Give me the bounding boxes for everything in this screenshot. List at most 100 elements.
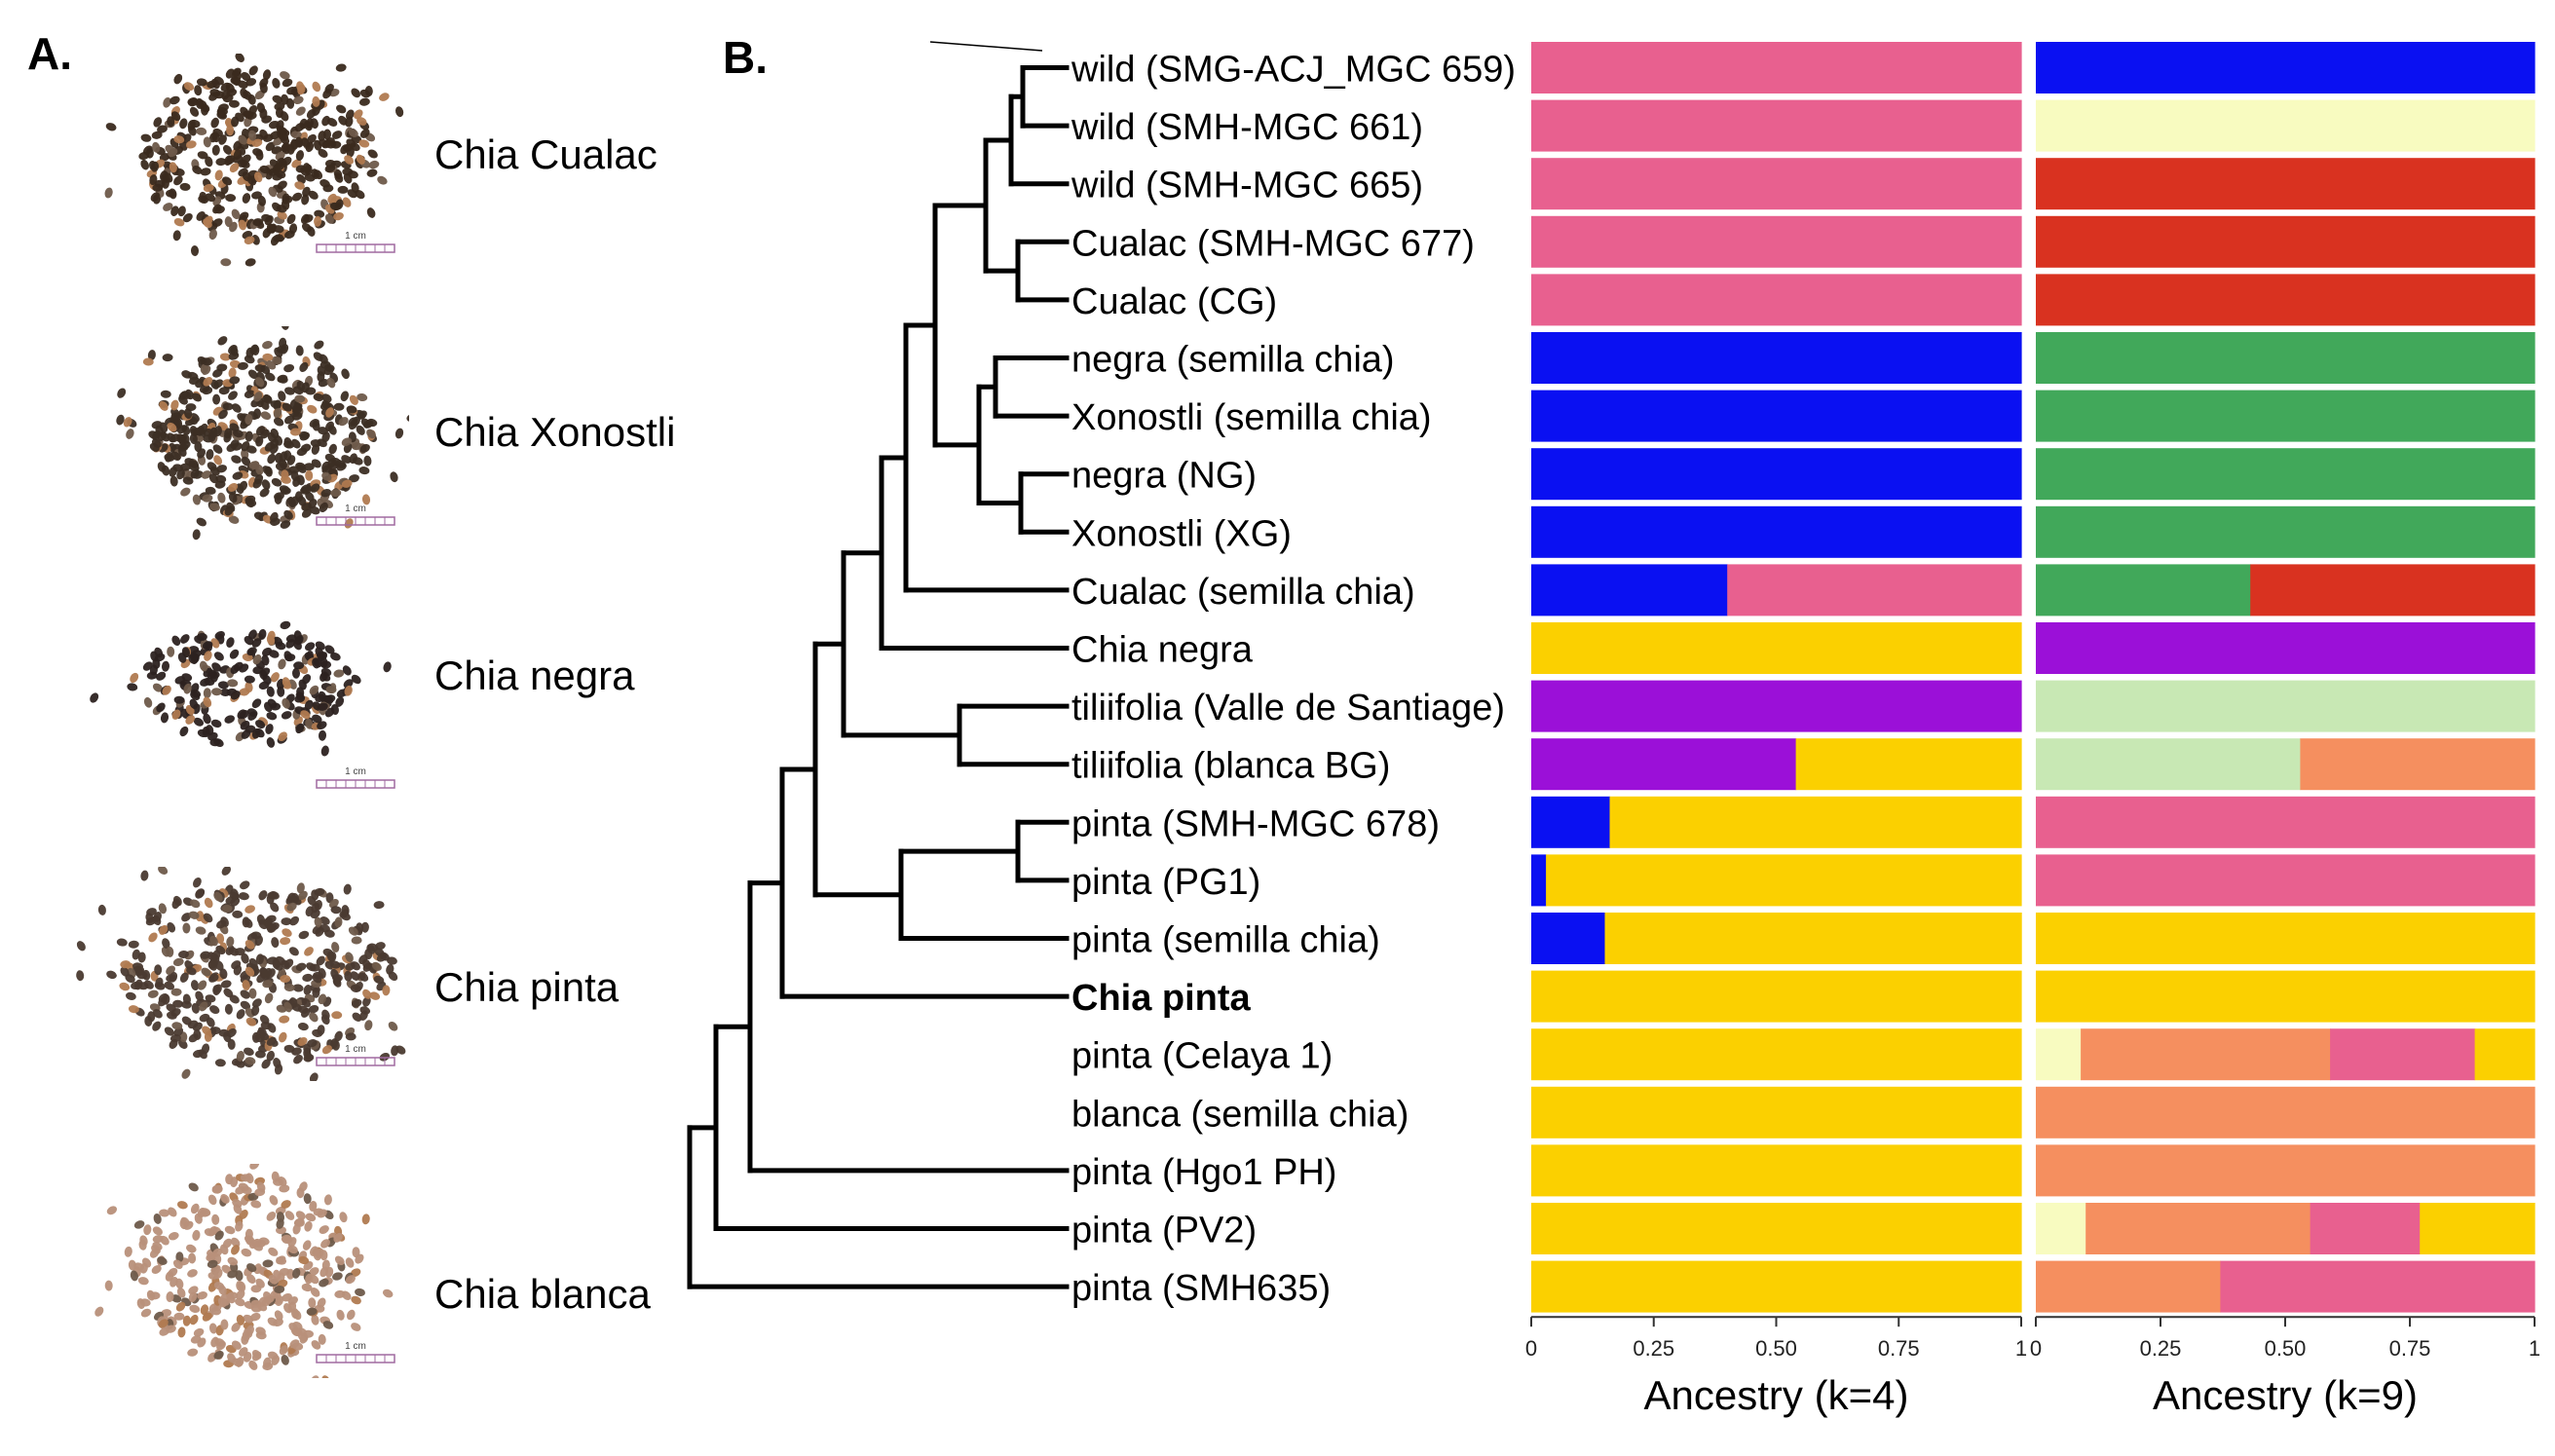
ancestry-bar-segment — [2036, 1260, 2221, 1313]
ancestry-bar-segment — [2420, 1203, 2536, 1254]
ancestry-bar-segment — [2036, 448, 2536, 501]
ancestry-bar-segment — [2036, 274, 2536, 326]
seed-name: Chia blanca — [434, 1271, 651, 1317]
x-tick-label: 0.50 — [2265, 1336, 2307, 1361]
scale-bar: 1 cm — [316, 1341, 395, 1363]
ancestry-bar-segment — [2036, 99, 2536, 152]
ancestry-bar-segment — [2036, 1086, 2536, 1139]
ancestry-bar-segment — [2036, 42, 2536, 93]
taxon-label: pinta (SMH-MGC 678) — [1071, 803, 1440, 844]
taxon-label: wild (SMH-MGC 661) — [1071, 107, 1423, 148]
ancestry-bar-segment — [2036, 1028, 2082, 1081]
ancestry-bar-segment — [1531, 1086, 2022, 1139]
ancestry-bar-segment — [2036, 564, 2251, 616]
ancestry-bar-segment — [2310, 1203, 2421, 1254]
ancestry-bar-segment — [2036, 1144, 2536, 1197]
seed-pile — [90, 620, 392, 757]
scale-label: 1 cm — [345, 1341, 366, 1352]
ancestry-bar-segment — [1531, 738, 1797, 791]
ancestry-bar-segment — [1531, 1028, 2022, 1081]
seed-name: Chia negra — [434, 653, 635, 698]
ancestry-bar-segment — [1531, 390, 2022, 442]
x-tick-label: 0.75 — [2389, 1336, 2431, 1361]
ancestry-bar-segment — [1531, 448, 2022, 501]
dendrogram — [687, 65, 1070, 1289]
x-tick-label: 1 — [2015, 1336, 2027, 1361]
seed-pile — [116, 326, 409, 541]
ancestry-bar-segment — [2036, 1203, 2086, 1254]
taxon-label: Cualac (CG) — [1071, 281, 1277, 322]
taxon-label: Chia pinta — [1071, 978, 1252, 1019]
ancestry-bar-segment — [1531, 215, 2022, 268]
taxon-label: tiliifolia (blanca BG) — [1071, 746, 1390, 787]
ancestry-bar-segment — [1531, 680, 2022, 732]
ancestry-bar-segment — [1531, 970, 2022, 1023]
ancestry-bar-segment — [1531, 158, 2022, 210]
taxon-label: wild (SMG-ACJ_MGC 659) — [1071, 50, 1516, 91]
scale-bar: 1 cm — [316, 504, 395, 526]
taxon-labels: wild (SMG-ACJ_MGC 659) wild (SMH-MGC 661)… — [1071, 50, 1516, 1310]
panel-a-label: A. — [27, 28, 72, 79]
seed-name: Chia pinta — [434, 964, 620, 1010]
x-tick-label: 1 — [2529, 1336, 2540, 1361]
ancestry-bar-segment — [1604, 913, 2022, 964]
ancestry-bar-segment — [1531, 99, 2022, 152]
taxon-label: Cualac (semilla chia) — [1071, 572, 1415, 613]
ancestry-bar-segment — [2036, 738, 2301, 791]
ancestry-bar-segment — [1727, 564, 2022, 616]
taxon-label: Cualac (SMH-MGC 677) — [1071, 223, 1475, 264]
scale-label: 1 cm — [345, 504, 366, 514]
taxon-label: negra (NG) — [1071, 456, 1257, 497]
scale-stub — [929, 41, 1043, 52]
ancestry-bar-segment — [2474, 1028, 2536, 1081]
ancestry-bar-segment — [2036, 505, 2536, 558]
ancestry-bar-segment — [2300, 738, 2536, 791]
ancestry-bar-segment — [1531, 622, 2022, 674]
taxon-label: pinta (PV2) — [1071, 1211, 1257, 1251]
taxon-label: pinta (semilla chia) — [1071, 920, 1380, 961]
ancestry-bar-segment — [1531, 1203, 2022, 1254]
ancestry-bar-segment — [1531, 796, 1611, 848]
ancestry-bar-segment — [2036, 622, 2536, 674]
taxon-label: Xonostli (semilla chia) — [1071, 397, 1432, 438]
x-tick-label: 0 — [1525, 1336, 1537, 1361]
ancestry-bar-segment — [1531, 854, 1547, 907]
ancestry-bar-segment — [1531, 505, 2022, 558]
seed-photo: 1 cm — [90, 620, 395, 789]
x-tick-label: 0.25 — [1633, 1336, 1674, 1361]
x-axis-label: Ancestry (k=4) — [1644, 1372, 1909, 1418]
ancestry-bar-segment — [1531, 1144, 2022, 1197]
ancestry-bar-segment — [1609, 796, 2022, 848]
scale-label: 1 cm — [345, 231, 366, 242]
scale-bar: 1 cm — [316, 231, 395, 253]
ancestry-bar-segment — [2250, 564, 2536, 616]
x-tick-label: 0.75 — [1878, 1336, 1920, 1361]
seed-photo: 1 cm — [104, 54, 404, 267]
taxon-label: negra (semilla chia) — [1071, 340, 1395, 381]
x-tick-label: 0.50 — [1755, 1336, 1797, 1361]
taxon-label: tiliifolia (Valle de Santiage) — [1071, 688, 1505, 728]
taxon-label: Chia negra — [1071, 630, 1254, 671]
taxon-label: pinta (Celaya 1) — [1071, 1036, 1333, 1077]
ancestry-bar-segment — [1531, 274, 2022, 326]
seed-pile — [94, 1164, 394, 1378]
ancestry-bar-segment — [2036, 796, 2536, 848]
ancestry-bar-segment — [2036, 215, 2536, 268]
ancestry-bar-segment — [2036, 680, 2536, 732]
ancestry-bar-segment — [2330, 1028, 2476, 1081]
ancestry-bar-segment — [1531, 913, 1605, 964]
ancestry-bar-segment — [2036, 913, 2536, 964]
ancestry-bar-segment — [1795, 738, 2022, 791]
ancestry-bar-segment — [2081, 1028, 2331, 1081]
seed-pile — [76, 867, 406, 1081]
ancestry-bar-segment — [2036, 158, 2536, 210]
seed-photo: 1 cm — [94, 1164, 395, 1378]
taxon-label: Xonostli (XG) — [1071, 513, 1292, 554]
scale-bar: 1 cm — [316, 1044, 395, 1066]
ancestry-bar-segment — [2036, 390, 2536, 442]
